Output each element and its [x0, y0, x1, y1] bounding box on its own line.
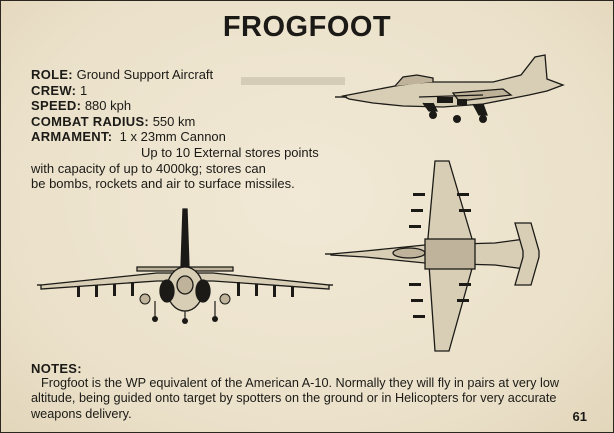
- armament-value: 1 x 23mm Cannon: [119, 129, 226, 145]
- role-value: Ground Support Aircraft: [76, 67, 214, 82]
- role-label: ROLE:: [31, 67, 73, 82]
- notes-text: Frogfoot is the WP equivalent of the Ame…: [31, 376, 560, 421]
- page-number: 61: [572, 409, 587, 424]
- combat-radius-label: COMBAT RADIUS:: [31, 113, 150, 129]
- speed-label: SPEED:: [31, 98, 82, 114]
- spec-combat-radius: COMBAT RADIUS: 550 km: [31, 114, 361, 130]
- armament-line-4: be bombs, rockets and air to surface mis…: [31, 176, 295, 192]
- spec-role: ROLE: Ground Support Aircraft: [31, 67, 361, 83]
- armament-line-3: with capacity of up to 4000kg; stores ca…: [31, 160, 266, 176]
- armament-label: ARMAMENT:: [31, 129, 113, 145]
- armament-line-2: Up to 10 External stores points: [141, 144, 319, 160]
- combat-radius-value: 550 km: [152, 113, 196, 129]
- spec-crew: CREW: 1: [31, 83, 361, 99]
- crew-label: CREW:: [31, 82, 77, 98]
- aircraft-top-view-icon: [325, 160, 540, 352]
- aircraft-side-view-icon: [335, 54, 565, 123]
- specifications: ROLE: Ground Support Aircraft CREW: 1 SP…: [31, 67, 361, 192]
- spec-armament: ARMAMENT: 1 x 23mm Cannon: [31, 129, 361, 145]
- crew-value: 1: [79, 82, 88, 98]
- page-title: FROGFOOT: [222, 11, 392, 43]
- notes-section: NOTES: Frogfoot is the WP equivalent of …: [31, 361, 591, 422]
- speed-value: 880 kph: [84, 98, 132, 114]
- bleed-through-text: ▬▬▬▬: [241, 61, 345, 91]
- notes-heading: NOTES:: [31, 361, 82, 376]
- spec-speed: SPEED: 880 kph: [31, 98, 361, 114]
- aircraft-front-view-icon: [37, 208, 333, 324]
